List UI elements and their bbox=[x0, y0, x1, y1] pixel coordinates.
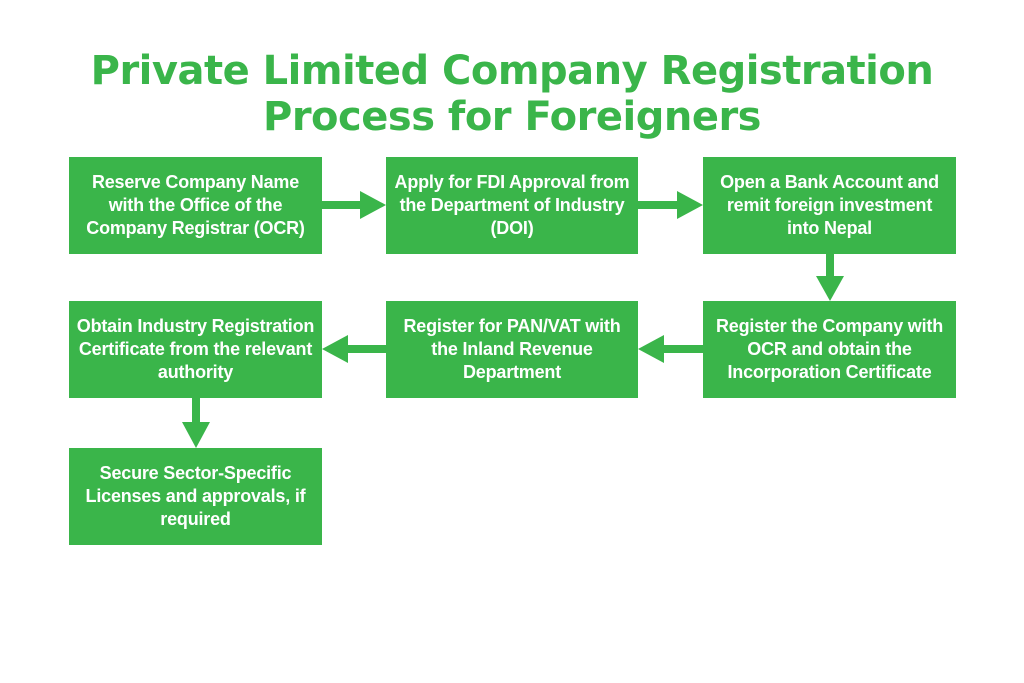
step-register-company: Register the Company with OCR and obtain… bbox=[703, 301, 956, 398]
arrow-left-2 bbox=[322, 335, 386, 363]
step-sector-licenses: Secure Sector-Specific Licenses and appr… bbox=[69, 448, 322, 545]
title-line-1: Private Limited Company Registration bbox=[90, 48, 934, 94]
step-obtain-industry-certificate: Obtain Industry Registration Certificate… bbox=[69, 301, 322, 398]
arrow-down-2 bbox=[182, 398, 210, 448]
arrow-right-2 bbox=[638, 191, 703, 219]
arrow-right-1 bbox=[322, 191, 386, 219]
step-reserve-name: Reserve Company Name with the Office of … bbox=[69, 157, 322, 254]
title-line-2: Process for Foreigners bbox=[263, 94, 761, 140]
arrow-left-1 bbox=[638, 335, 703, 363]
arrow-down-1 bbox=[816, 254, 844, 301]
diagram-title: Private Limited Company Registration Pro… bbox=[0, 48, 1024, 140]
step-register-pan-vat: Register for PAN/VAT with the Inland Rev… bbox=[386, 301, 638, 398]
step-bank-account: Open a Bank Account and remit foreign in… bbox=[703, 157, 956, 254]
step-fdi-approval: Apply for FDI Approval from the Departme… bbox=[386, 157, 638, 254]
